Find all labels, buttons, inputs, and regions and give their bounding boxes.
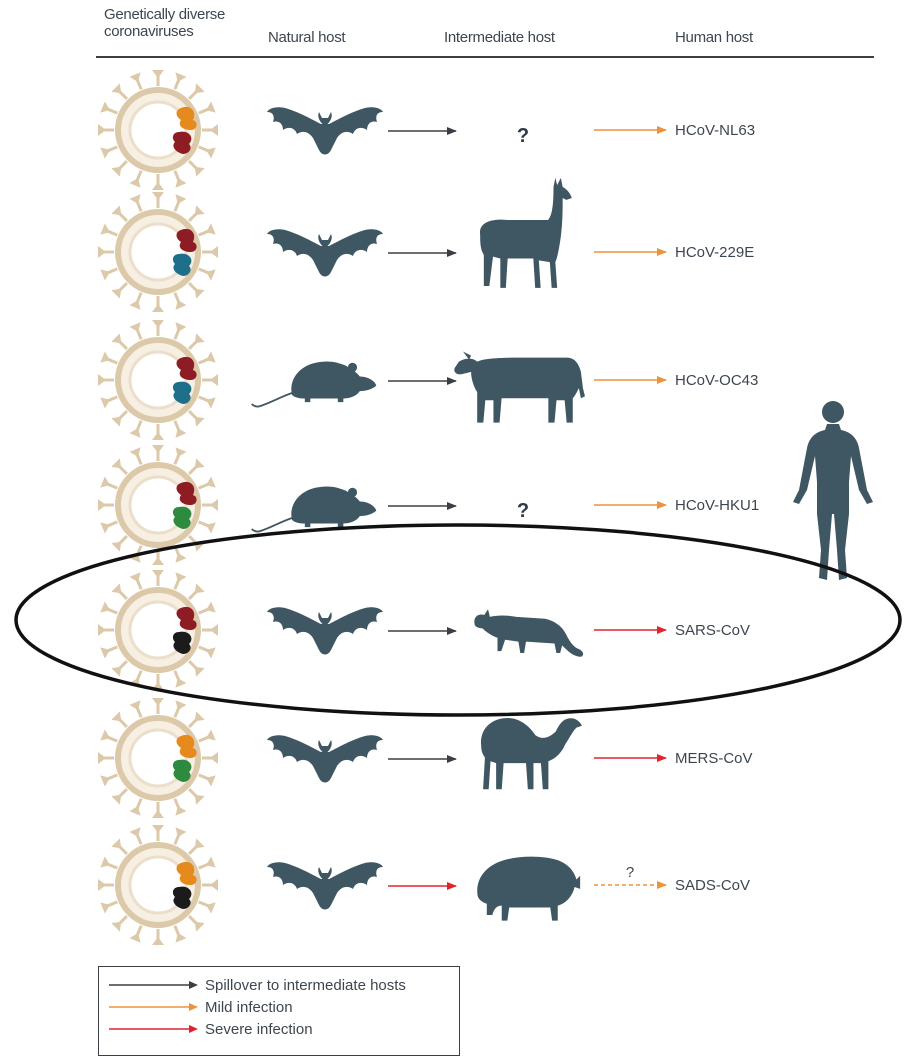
coronavirus-particle-icon bbox=[98, 192, 218, 312]
natural-host-bat-silhouette bbox=[267, 229, 383, 276]
intermediate-host-cattle-silhouette bbox=[454, 352, 585, 423]
intermediate-host-unknown: ? bbox=[517, 125, 529, 147]
virus-name-label: HCoV-HKU1 bbox=[675, 497, 759, 514]
virus-name-label: HCoV-NL63 bbox=[675, 122, 755, 139]
natural-host-rodent-silhouette bbox=[252, 362, 377, 407]
legend-item-severe: Severe infection bbox=[107, 1019, 313, 1039]
legend-spillover-label: Spillover to intermediate hosts bbox=[205, 977, 406, 994]
natural-host-bat-silhouette bbox=[267, 107, 383, 154]
row-5: SARS-CoV bbox=[98, 570, 750, 690]
natural-host-bat-silhouette bbox=[267, 607, 383, 654]
virus-name-label: MERS-CoV bbox=[675, 750, 753, 767]
legend-severe-arrow bbox=[107, 1022, 199, 1036]
row-2: HCoV-229E bbox=[98, 178, 754, 312]
natural-host-bat-silhouette bbox=[267, 862, 383, 909]
legend-mild-arrow bbox=[107, 1000, 199, 1014]
virus-name-label: SADS-CoV bbox=[675, 877, 750, 894]
human-arrow-question-mark: ? bbox=[626, 864, 634, 881]
legend-mild-label: Mild infection bbox=[205, 999, 293, 1016]
natural-host-bat-silhouette bbox=[267, 735, 383, 782]
intermediate-host-unknown: ? bbox=[517, 500, 529, 522]
coronavirus-particle-icon bbox=[98, 445, 218, 565]
row-4: ? HCoV-HKU1 bbox=[98, 445, 759, 565]
intermediate-host-civet-silhouette bbox=[474, 609, 583, 657]
row-1: ? HCoV-NL63 bbox=[98, 70, 755, 190]
virus-name-label: HCoV-229E bbox=[675, 244, 754, 261]
row-3: HCoV-OC43 bbox=[98, 320, 758, 440]
virus-name-label: SARS-CoV bbox=[675, 622, 750, 639]
virus-name-label: HCoV-OC43 bbox=[675, 372, 758, 389]
intermediate-host-pig-silhouette bbox=[477, 857, 580, 921]
intermediate-host-camel-silhouette bbox=[481, 718, 582, 789]
coronavirus-particle-icon bbox=[98, 570, 218, 690]
legend-severe-label: Severe infection bbox=[205, 1021, 313, 1038]
natural-host-rodent-silhouette bbox=[252, 487, 377, 532]
coronavirus-particle-icon bbox=[98, 825, 218, 945]
legend-item-spillover: Spillover to intermediate hosts bbox=[107, 975, 406, 995]
human-host-silhouette bbox=[793, 401, 873, 580]
coronavirus-particle-icon bbox=[98, 698, 218, 818]
intermediate-host-alpaca-silhouette bbox=[480, 178, 572, 288]
legend-box: Spillover to intermediate hosts Mild inf… bbox=[98, 966, 460, 1056]
coronavirus-particle-icon bbox=[98, 70, 218, 190]
coronavirus-particle-icon bbox=[98, 320, 218, 440]
legend-item-mild: Mild infection bbox=[107, 997, 293, 1017]
legend-spillover-arrow bbox=[107, 978, 199, 992]
row-7: ? SADS-CoV bbox=[98, 825, 750, 945]
